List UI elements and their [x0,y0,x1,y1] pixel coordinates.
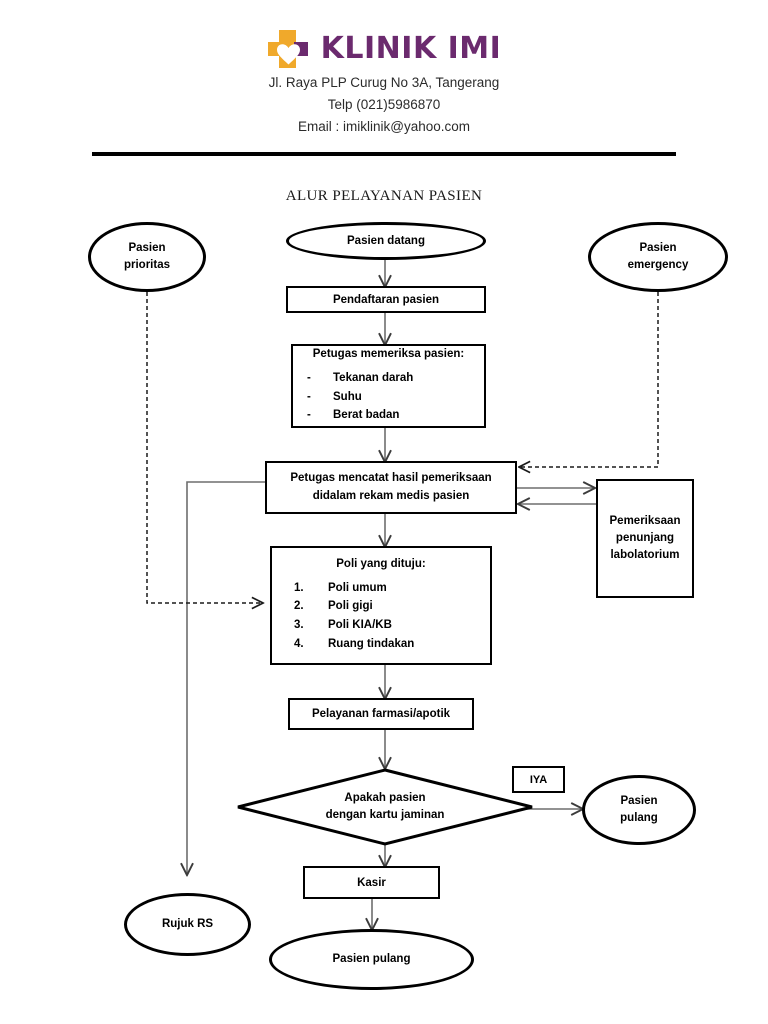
node-rujuk-rs-label: Rujuk RS [161,918,214,931]
list-label: Poli gigi [328,600,373,613]
list-marker: 3. [294,619,304,631]
list-label: Poli KIA/KB [328,619,392,631]
list-item: 2. Poli gigi [284,597,478,616]
label-iya: IYA [512,766,565,793]
node-pasien-pulang-bottom-label: Pasien pulang [332,953,411,966]
clinic-cross-heart-icon [267,29,311,69]
node-petugas-mencatat-line1: Petugas mencatat hasil pemeriksaan [290,472,492,485]
node-decision-text: Apakah pasien dengan kartu jaminan [236,768,534,846]
header-divider [92,152,676,156]
clinic-header: KLINIK IMI Jl. Raya PLP Curug No 3A, Tan… [0,26,768,138]
node-pelayanan-farmasi-label: Pelayanan farmasi/apotik [311,708,451,720]
node-poli-heading: Poli yang dituju: [336,557,426,570]
node-pasien-emergency-line1: Pasien [639,242,677,255]
node-pasien-datang[interactable]: Pasien datang [286,222,486,260]
list-item: 1. Poli umum [284,579,478,598]
list-label: Berat badan [333,409,400,422]
list-label: Poli umum [328,581,387,594]
node-pasien-pulang-right-line1: Pasien [620,795,658,808]
node-labolatorium-line3: labolatorium [610,549,680,562]
list-marker: 1. [294,581,304,594]
list-item: 4. Ruang tindakan [284,635,478,654]
node-decision-line1: Apakah pasien [344,791,426,804]
brand-row: KLINIK IMI [0,26,768,72]
node-pasien-prioritas-line1: Pasien [128,242,166,255]
node-pasien-emergency-line2: emergency [627,259,689,271]
list-marker: 2. [294,600,304,613]
node-petugas-mencatat-line2: didalam rekam medis pasien [312,489,470,502]
node-petugas-memeriksa-heading: Petugas memeriksa pasien: [312,348,465,361]
node-pasien-prioritas[interactable]: Pasien prioritas [88,222,206,292]
node-petugas-mencatat[interactable]: Petugas mencatat hasil pemeriksaan didal… [265,461,517,514]
node-pasien-emergency[interactable]: Pasien emergency [588,222,728,292]
node-kasir[interactable]: Kasir [303,866,440,899]
node-decision-kartu-jaminan[interactable]: Apakah pasien dengan kartu jaminan [236,768,534,846]
list-item: - Suhu [303,388,474,407]
list-label: Ruang tindakan [328,637,415,650]
node-labolatorium-line2: penunjang [615,531,675,544]
node-petugas-memeriksa[interactable]: Petugas memeriksa pasien: - Tekanan dara… [291,344,486,428]
node-decision-line2: dengan kartu jaminan [325,809,445,821]
node-pasien-pulang-right-line2: pulang [620,812,658,824]
brand-name: KLINIK IMI [320,31,502,66]
node-pasien-pulang-bottom[interactable]: Pasien pulang [269,929,474,990]
list-item: 3. Poli KIA/KB [284,616,478,635]
flowchart-title: ALUR PELAYANAN PASIEN [285,188,483,204]
list-item: - Tekanan darah [303,369,474,388]
node-petugas-memeriksa-list: - Tekanan darah - Suhu - Berat badan [303,369,474,425]
list-item: - Berat badan [303,406,474,425]
node-rujuk-rs[interactable]: Rujuk RS [124,893,251,956]
node-pasien-pulang-right[interactable]: Pasien pulang [582,775,696,845]
node-pemeriksaan-labolatorium[interactable]: Pemeriksaan penunjang labolatorium [596,479,694,598]
node-pendaftaran-pasien-label: Pendaftaran pasien [332,293,440,306]
clinic-phone: Telp (021)5986870 [327,96,441,112]
list-label: Tekanan darah [333,372,414,385]
node-poli-yang-dituju[interactable]: Poli yang dituju: 1. Poli umum 2. Poli g… [270,546,492,665]
label-iya-text: IYA [529,773,548,786]
node-pelayanan-farmasi[interactable]: Pelayanan farmasi/apotik [288,698,474,730]
node-poli-list: 1. Poli umum 2. Poli gigi 3. Poli KIA/KB… [284,579,478,654]
node-labolatorium-line1: Pemeriksaan [609,514,681,527]
node-pendaftaran-pasien[interactable]: Pendaftaran pasien [286,286,486,313]
list-label: Suhu [333,390,362,403]
list-marker: - [307,409,311,422]
list-marker: - [307,372,311,385]
clinic-email: Email : imiklinik@yahoo.com [298,118,470,134]
clinic-address: Jl. Raya PLP Curug No 3A, Tangerang [268,75,500,90]
node-kasir-label: Kasir [357,876,386,889]
list-marker: 4. [294,637,304,650]
node-pasien-datang-label: Pasien datang [347,234,425,247]
list-marker: - [307,390,311,403]
node-pasien-prioritas-line2: prioritas [123,259,170,271]
